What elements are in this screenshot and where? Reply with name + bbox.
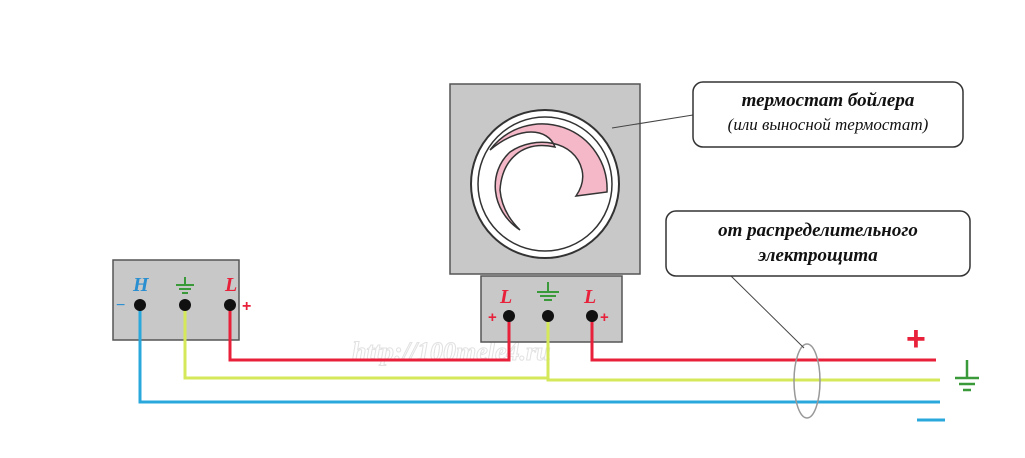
thermostat-left-plus: + (488, 309, 497, 326)
thermostat-callout-subtitle: (или выносной термостат) (728, 115, 929, 134)
thermostat-dial-scale (489, 123, 608, 231)
left-minus-sign: − (116, 297, 125, 314)
thermostat-left-line-label: L (499, 286, 512, 308)
thermostat-right-line-label: L (583, 286, 596, 308)
left-neutral-terminal (134, 299, 146, 311)
cable-bundle-ellipse (793, 343, 821, 419)
left-line-label: L (224, 274, 237, 296)
thermostat-callout-title: термостат бойлера (742, 90, 915, 111)
phase-wire-right (590, 316, 936, 362)
thermostat-ground-icon (537, 282, 559, 301)
supply-plus-sign: + (906, 320, 926, 358)
thermostat-right-plus: + (600, 309, 609, 326)
thermostat-callout-pointer (611, 114, 694, 129)
thermostat-ground-terminal (542, 310, 554, 322)
left-device-block (112, 259, 240, 341)
thermostat-left-line-terminal (503, 310, 515, 322)
thermostat-right-line-terminal (586, 310, 598, 322)
thermostat-callout-box (692, 81, 964, 148)
supply-ground-icon (955, 360, 979, 392)
panel-callout-line2: электрощита (757, 245, 878, 266)
panel-callout-pointer (730, 275, 805, 349)
left-neutral-label: Н (132, 274, 150, 296)
neutral-wire (138, 305, 940, 404)
phase-wire-left (228, 305, 511, 362)
left-ground-icon (176, 277, 194, 294)
left-line-terminal (224, 299, 236, 311)
left-plus-sign: + (242, 298, 251, 315)
panel-callout-box (665, 210, 971, 277)
left-ground-terminal (179, 299, 191, 311)
ground-wire-right (546, 316, 940, 382)
thermostat-terminal-block (480, 275, 623, 343)
panel-callout-line1: от распределительного (718, 220, 918, 241)
